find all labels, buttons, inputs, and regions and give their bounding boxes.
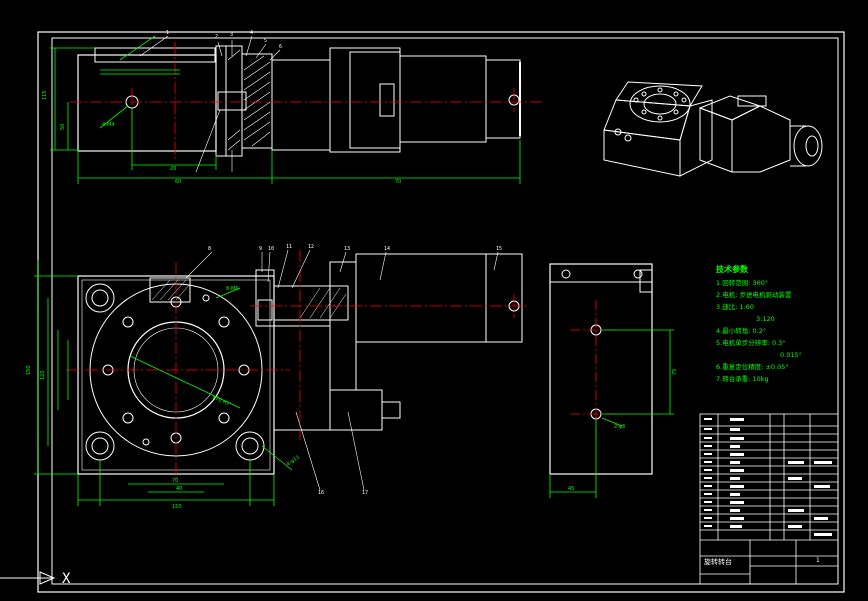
- svg-text:115: 115: [42, 90, 48, 100]
- ucs-icon: X: [0, 571, 71, 587]
- tech-item-2: 2.电机: 步进电机驱动装置: [716, 290, 792, 299]
- top-view-hatch: [227, 49, 271, 151]
- callout-5: 5: [264, 38, 267, 44]
- side-view-ear: [639, 269, 653, 293]
- iso-motor-connector: [737, 95, 767, 107]
- callout-3: 3: [230, 32, 233, 38]
- top-view-leaders: [139, 35, 281, 173]
- svg-text:120: 120: [40, 370, 46, 380]
- iso-bolt-holes: [614, 87, 687, 142]
- iso-motor-shaft: [805, 135, 819, 157]
- svg-text:60: 60: [175, 179, 181, 185]
- top-view-terminal-box: [379, 83, 395, 117]
- svg-text:150: 150: [172, 504, 182, 510]
- top-view-body-cap: [94, 47, 216, 63]
- callout-1: 1: [166, 30, 169, 36]
- callout-10: 10: [268, 246, 274, 252]
- svg-text:40: 40: [176, 486, 182, 492]
- front-view-lower-pin: [381, 401, 401, 419]
- callout-9: 9: [259, 246, 262, 252]
- side-view[interactable]: 45 75 2-φ6: [549, 263, 678, 498]
- front-view-key-hatch: [151, 279, 191, 301]
- callout-15: 15: [496, 246, 502, 252]
- front-view-leaders: [185, 249, 499, 491]
- svg-text:2-φ6: 2-φ6: [614, 424, 625, 430]
- front-view-worm-shaft: [273, 285, 349, 321]
- callout-11: 11: [286, 244, 292, 250]
- iso-motor-end: [793, 125, 823, 167]
- side-view-corner-b: [633, 269, 643, 279]
- front-view-corner-holes: [85, 283, 265, 461]
- tech-item-3b: 3:120: [756, 315, 775, 323]
- side-view-dimensions: [549, 329, 674, 498]
- front-view-callout-labels: 8 9 10 11 12 13 14 15 16 17: [208, 244, 502, 496]
- front-view-key-slot: [149, 277, 191, 303]
- title-block-cell-fills: [704, 418, 832, 536]
- technical-requirements: 技术参数 1.回转范围: 360° 2.电机: 步进电机驱动装置 3.速比: 1…: [716, 264, 802, 383]
- svg-text:4-M4: 4-M4: [102, 122, 114, 128]
- svg-text:70: 70: [172, 478, 178, 484]
- tech-title: 技术参数: [716, 264, 749, 274]
- callout-4: 4: [250, 30, 253, 36]
- tech-item-7: 7.转台承重: 10kg: [716, 374, 769, 383]
- tech-item-6: 6.重复定位精度: ±0.05°: [716, 362, 789, 371]
- tech-item-3: 3.速比: 1:60: [716, 302, 754, 311]
- tech-item-4: 4.最小转角: 0.2°: [716, 326, 766, 335]
- tech-item-5b: 0.015°: [780, 351, 802, 359]
- top-view-dim-text: 60 70 20 115 50 4-M4: [42, 90, 401, 185]
- front-view-centerlines: [66, 250, 530, 480]
- top-view-dimensions: [50, 35, 521, 184]
- svg-text:20: 20: [170, 166, 176, 172]
- tech-item-1: 1.回转范围: 360°: [716, 278, 768, 287]
- svg-text:45: 45: [568, 486, 574, 492]
- callout-8: 8: [208, 246, 211, 252]
- title-block-frame: [699, 413, 839, 585]
- top-view-callout-labels: 1 2 3 4 5 6: [166, 30, 282, 50]
- tech-item-5: 5.电机单步分辨率: 0.3°: [716, 338, 786, 347]
- callout-6: 6: [279, 44, 282, 50]
- callout-12: 12: [308, 244, 314, 250]
- front-view-bearing: [257, 299, 273, 321]
- top-view-shaft-block: [217, 91, 247, 111]
- top-view-centerlines: [70, 42, 545, 162]
- svg-text:50: 50: [60, 124, 66, 130]
- svg-text:150: 150: [26, 365, 32, 375]
- callout-14: 14: [384, 246, 390, 252]
- iso-top-plate: [615, 81, 703, 107]
- front-view-dimensions: [34, 260, 293, 506]
- side-view-corner-a: [561, 269, 571, 279]
- svg-text:75: 75: [672, 369, 678, 375]
- top-view[interactable]: 60 70 20 115 50 4-M4 1 2 3 4 5 6: [42, 30, 545, 185]
- callout-2: 2: [215, 34, 218, 40]
- callout-17: 17: [362, 490, 368, 496]
- iso-base-side: [679, 99, 713, 177]
- isometric-view[interactable]: [603, 81, 823, 177]
- title-block-sheet-number: 1: [816, 557, 820, 564]
- callout-13: 13: [344, 246, 350, 252]
- front-view-motor-end: [485, 253, 523, 343]
- svg-text:70: 70: [395, 179, 401, 185]
- svg-text:8-M6: 8-M6: [226, 286, 238, 292]
- inner-border: [51, 37, 839, 585]
- iso-turntable-bore: [643, 93, 677, 115]
- side-view-dim-text: 45 75 2-φ6: [568, 369, 678, 492]
- title-block-drawing-name: 旋转转台: [704, 557, 732, 566]
- callout-16: 16: [318, 490, 324, 496]
- ucs-x-label: X: [62, 571, 71, 587]
- iso-turntable: [629, 85, 691, 123]
- title-block[interactable]: 旋转转台 1: [699, 413, 839, 585]
